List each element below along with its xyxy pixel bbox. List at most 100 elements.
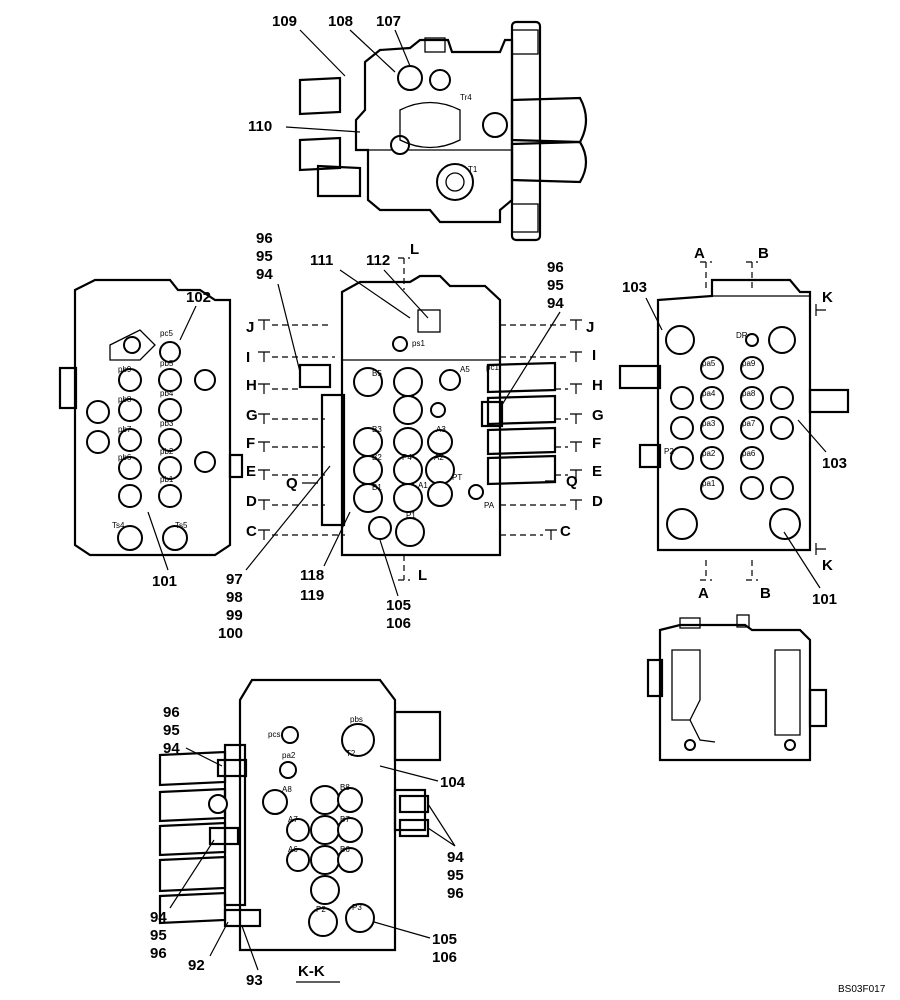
callout-94: 94	[547, 295, 564, 312]
port-label: A6	[288, 845, 298, 854]
port-label: A2	[434, 453, 444, 462]
port-label: ps1	[412, 339, 425, 348]
bottom-ports	[208, 723, 375, 937]
port-label: Ts4	[112, 521, 125, 530]
port-label: pb8	[118, 395, 132, 404]
port-label: pbs	[350, 715, 363, 724]
section-J-left: J	[246, 319, 254, 336]
callout-95: 95	[547, 277, 564, 294]
callout-108: 108	[328, 13, 353, 30]
figure-code: BS03F017	[838, 984, 886, 995]
port-label: B6	[340, 845, 350, 854]
callout-96: 96	[256, 230, 273, 247]
section-L-bottom: L	[418, 567, 427, 584]
section-Q-right: Q	[566, 473, 578, 490]
callout-94: 94	[163, 740, 180, 757]
port-label: B7	[340, 815, 350, 824]
callout-101: 101	[152, 573, 177, 590]
port-label: pb6	[118, 453, 132, 462]
callout-109: 109	[272, 13, 297, 30]
right-ports	[665, 325, 801, 540]
port-label: B1	[372, 483, 382, 492]
callout-95: 95	[163, 722, 180, 739]
port-label: pa7	[742, 419, 756, 428]
bottom-view: pbs pcs pa2 T2 A8 B8 A7 B7 A6 B6 P2 P3	[158, 678, 442, 952]
port-label: P4	[402, 453, 412, 462]
callout-104: 104	[440, 774, 466, 791]
callout-106: 106	[432, 949, 457, 966]
callout-95: 95	[447, 867, 464, 884]
port-label: B5	[372, 369, 382, 378]
section-E-left: E	[246, 463, 256, 480]
port-label: A5	[460, 365, 470, 374]
port-label: B3	[372, 425, 382, 434]
section-A-top: A	[694, 245, 705, 262]
section-C-left: C	[246, 523, 257, 540]
left-ports	[86, 341, 216, 551]
callout-99: 99	[226, 607, 243, 624]
callout-94: 94	[447, 849, 464, 866]
port-label: pb7	[118, 425, 132, 434]
center-view: ps1 B5 A5 pc1 B3 A3 B2 P4 A2 B1 A1 P1 PA…	[298, 274, 557, 557]
section-B-bottom: B	[760, 585, 771, 602]
port-label: T1	[468, 165, 478, 174]
port-label: Ts5	[175, 521, 188, 530]
callout-97: 97	[226, 571, 243, 588]
port-label: DR	[736, 331, 748, 340]
section-B-top: B	[758, 245, 769, 262]
port-label: pa9	[742, 359, 756, 368]
side-view	[646, 614, 828, 762]
port-label: B2	[372, 453, 382, 462]
callout-106: 106	[386, 615, 411, 632]
port-label: pcs	[268, 730, 280, 739]
section-K-bottom: K	[822, 557, 833, 574]
port-label: pb5	[160, 359, 174, 368]
section-D-left: D	[246, 493, 257, 510]
callout-101: 101	[812, 591, 837, 608]
port-label: pa6	[742, 449, 756, 458]
callout-94: 94	[256, 266, 273, 283]
section-title-KK: K-K	[298, 963, 325, 980]
callout-100: 100	[218, 625, 243, 642]
section-F-left: F	[246, 435, 255, 452]
port-label: pb2	[160, 447, 174, 456]
port-label: A8	[282, 785, 292, 794]
center-ports	[353, 336, 484, 547]
callout-118: 118	[300, 567, 324, 584]
callout-94: 94	[150, 909, 167, 926]
port-label: T2	[346, 749, 356, 758]
port-label: pa2	[702, 449, 716, 458]
port-label: B8	[340, 783, 350, 792]
port-label: pa3	[702, 419, 716, 428]
section-C-right: C	[560, 523, 571, 540]
section-I-left: I	[246, 349, 250, 366]
section-A-bottom: A	[698, 585, 709, 602]
port-label: pa1	[702, 479, 716, 488]
right-view: DR pa5 pa9 pa4 pa8 pa3 pa7 pa2 pa6 pa1 P…	[618, 278, 850, 552]
callout-96: 96	[163, 704, 180, 721]
callout-110: 110	[248, 118, 272, 135]
callout-111: 111	[310, 252, 333, 269]
callout-107: 107	[376, 13, 401, 30]
section-F-right: F	[592, 435, 601, 452]
section-L-top: L	[410, 241, 419, 258]
port-label: P3	[352, 903, 362, 912]
port-label: A7	[288, 815, 298, 824]
port-label: Tr4	[460, 93, 472, 102]
port-label: PA	[484, 501, 495, 510]
section-D-right: D	[592, 493, 603, 510]
port-label: PT	[452, 473, 462, 482]
section-J-right: J	[586, 319, 594, 336]
port-label: pb1	[160, 475, 174, 484]
port-label: pb9	[118, 365, 132, 374]
port-label: P2	[664, 447, 674, 456]
callout-93: 93	[246, 972, 263, 989]
port-label: pb4	[160, 389, 174, 398]
port-label: pa2	[282, 751, 296, 760]
port-label: pc1	[486, 363, 499, 372]
left-view: pb9 pb8 pb7 pb6 pc5 pb5 pb4 pb3 pb2 pb1 …	[58, 278, 244, 557]
port-label: A3	[436, 425, 446, 434]
callout-119: 119	[300, 587, 324, 604]
callout-112: 112	[366, 252, 390, 269]
